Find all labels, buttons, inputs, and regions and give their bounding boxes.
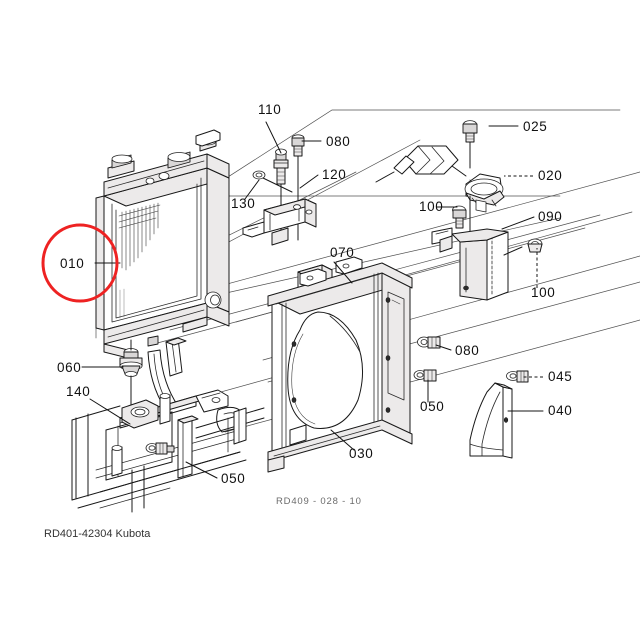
leader-line-050-18 — [185, 461, 218, 479]
callout-070-fan-shroud-bracket: 070 — [330, 245, 354, 260]
callout-140-frame-bracket: 140 — [66, 384, 90, 399]
callout-120-bracket: 120 — [322, 167, 346, 182]
callout-080-bolt: 080 — [326, 134, 350, 149]
part-130-bolt — [252, 170, 293, 193]
callout-labels: 110 080 025 020 130 120 100 090 010 070 100 080 060 0… — [57, 102, 572, 486]
leader-line-110-1 — [265, 121, 282, 154]
diagram-caption: RD401-42304 Kubota — [44, 528, 151, 540]
part-060-rubber-mount — [119, 339, 143, 419]
callout-110-sensor-switch: 110 — [258, 102, 281, 117]
part-140-frame-bracket — [71, 337, 247, 513]
callout-030-fan-shroud: 030 — [349, 446, 373, 461]
part-120-mounting-bracket — [242, 198, 317, 246]
leader-line-030-17 — [330, 429, 355, 451]
part-100-bolt-upper — [452, 205, 467, 229]
callout-100-bolt: 100 — [531, 285, 555, 300]
callout-130-bolt: 130 — [231, 196, 255, 211]
leader-lines — [81, 121, 544, 479]
callout-050-bolt: 050 — [221, 471, 245, 486]
callout-090-side-panel: 090 — [538, 209, 562, 224]
leader-line-140-14 — [89, 398, 131, 425]
part-080-bolt-top — [291, 134, 305, 241]
callout-060-mount-rubber: 060 — [57, 360, 81, 375]
callout-040-side-cover: 040 — [548, 403, 572, 418]
leader-line-130-5 — [244, 179, 260, 200]
part-100-bolt-right — [503, 238, 543, 256]
part-080-bolt-right — [417, 336, 441, 349]
highlight-ellipse-010 — [41, 223, 119, 303]
part-090-side-panel — [431, 227, 509, 301]
part-040-side-cover — [469, 382, 513, 459]
drawing-number: RD409 - 028 - 10 — [276, 496, 362, 507]
callout-025-bolt: 025 — [523, 119, 547, 134]
part-045-bolt — [506, 370, 529, 383]
callout-020-reservoir-cap: 020 — [538, 168, 562, 183]
part-coolant-hose — [375, 145, 467, 183]
leader-line-090-8 — [501, 216, 535, 230]
part-050-bolt-right — [413, 369, 437, 382]
leader-line-070-9 — [333, 261, 353, 284]
part-050-bolt-left — [145, 442, 175, 455]
callout-010-radiator: 010 — [60, 256, 84, 271]
callout-080-bolt: 080 — [455, 343, 479, 358]
part-020-reservoir-cap — [464, 173, 505, 217]
callout-045-bolt: 045 — [548, 369, 572, 384]
callout-050-bolt: 050 — [420, 399, 444, 414]
callout-100-bolt: 100 — [419, 199, 443, 214]
chassis-right-detail — [195, 407, 265, 453]
leader-line-080-11 — [435, 344, 452, 351]
leader-line-120-6 — [299, 174, 319, 189]
part-010-radiator — [95, 129, 230, 359]
part-030-fan-shroud — [267, 256, 413, 473]
